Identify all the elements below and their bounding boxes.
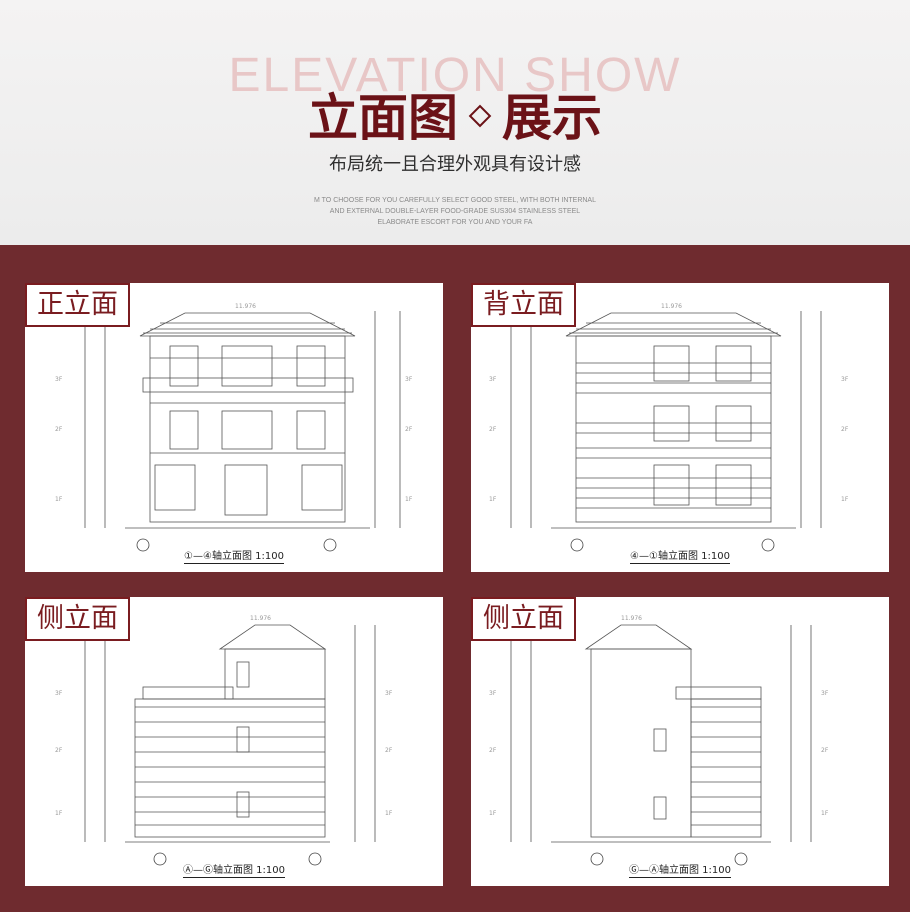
svg-text:1F: 1F — [821, 810, 829, 817]
svg-text:1F: 1F — [405, 496, 413, 503]
tag-back: 背立面 — [471, 283, 576, 327]
tag-side-a: 侧立面 — [25, 597, 130, 641]
tag-front: 正立面 — [25, 283, 130, 327]
side-elevation-g-drawing: 11.976 1F 2F 3F 1F 2F 3F — [489, 615, 829, 866]
title-left: 立面图 — [308, 89, 458, 147]
panel-front-elevation: 11.976 1F 2F 3F 1F 2F 3F 正立面 ①—④轴立面图 1:100 — [25, 283, 443, 572]
svg-text:3F: 3F — [405, 376, 413, 383]
svg-text:3F: 3F — [55, 376, 63, 383]
svg-text:3F: 3F — [55, 690, 63, 697]
bg-title: ELEVATION SHOW — [228, 49, 682, 102]
panel-side-elevation-g: 11.976 1F 2F 3F 1F 2F 3F 侧立面 Ⓖ—Ⓐ轴立面图 1:100 — [471, 597, 889, 886]
subtitle: 布局统一且合理外观具有设计感 — [329, 154, 581, 175]
fine-line-2: AND EXTERNAL DOUBLE-LAYER FOOD-GRADE SUS… — [329, 208, 581, 215]
caption-back: ④—①轴立面图 1:100 — [630, 551, 730, 564]
svg-text:3F: 3F — [489, 376, 497, 383]
svg-text:11.976: 11.976 — [235, 303, 256, 310]
svg-text:2F: 2F — [55, 426, 63, 433]
svg-text:11.976: 11.976 — [661, 303, 682, 310]
page-title: 立面图展示 — [0, 78, 910, 150]
svg-text:2F: 2F — [385, 747, 393, 754]
svg-text:3F: 3F — [385, 690, 393, 697]
svg-text:1F: 1F — [489, 496, 497, 503]
back-elevation-drawing: 11.976 1F 2F 3F 1F 2F 3F — [489, 303, 849, 552]
caption-side-g: Ⓖ—Ⓐ轴立面图 1:100 — [629, 865, 731, 878]
fine-print: M TO CHOOSE FOR YOU CAREFULLY SELECT GOO… — [0, 195, 910, 228]
diamond-icon — [468, 104, 492, 127]
caption-front: ①—④轴立面图 1:100 — [184, 551, 284, 564]
svg-text:2F: 2F — [405, 426, 413, 433]
svg-text:3F: 3F — [841, 376, 849, 383]
svg-text:1F: 1F — [841, 496, 849, 503]
svg-text:3F: 3F — [489, 690, 497, 697]
svg-text:2F: 2F — [55, 747, 63, 754]
fine-line-1: M TO CHOOSE FOR YOU CAREFULLY SELECT GOO… — [314, 197, 596, 204]
header-banner: ELEVATION SHOW 立面图展示 布局统一且合理外观具有设计感 M TO… — [0, 0, 910, 245]
svg-text:2F: 2F — [841, 426, 849, 433]
svg-text:11.976: 11.976 — [250, 615, 271, 622]
svg-text:11.976: 11.976 — [621, 615, 642, 622]
panel-back-elevation: 11.976 1F 2F 3F 1F 2F 3F 背立面 ④—①轴立面图 1:100 — [471, 283, 889, 572]
gallery-frame: 11.976 1F 2F 3F 1F 2F 3F 正立面 ①—④轴立面图 1:100 — [0, 245, 910, 912]
svg-text:2F: 2F — [821, 747, 829, 754]
svg-text:1F: 1F — [385, 810, 393, 817]
svg-text:3F: 3F — [821, 690, 829, 697]
title-right: 展示 — [502, 89, 602, 147]
tag-side-g: 侧立面 — [471, 597, 576, 641]
panel-side-elevation-a: 11.976 1F 2F 3F 1F 2F 3F 侧立面 Ⓐ—Ⓖ轴立面图 1:100 — [25, 597, 443, 886]
svg-text:2F: 2F — [489, 426, 497, 433]
caption-side-a: Ⓐ—Ⓖ轴立面图 1:100 — [183, 865, 285, 878]
svg-text:2F: 2F — [489, 747, 497, 754]
svg-text:1F: 1F — [489, 810, 497, 817]
fine-line-3: ELABORATE ESCORT FOR YOU AND YOUR FA — [377, 219, 533, 226]
side-elevation-a-drawing: 11.976 1F 2F 3F 1F 2F 3F — [55, 615, 393, 866]
front-elevation-drawing: 11.976 1F 2F 3F 1F 2F 3F — [55, 303, 413, 552]
svg-text:1F: 1F — [55, 810, 63, 817]
svg-text:1F: 1F — [55, 496, 63, 503]
